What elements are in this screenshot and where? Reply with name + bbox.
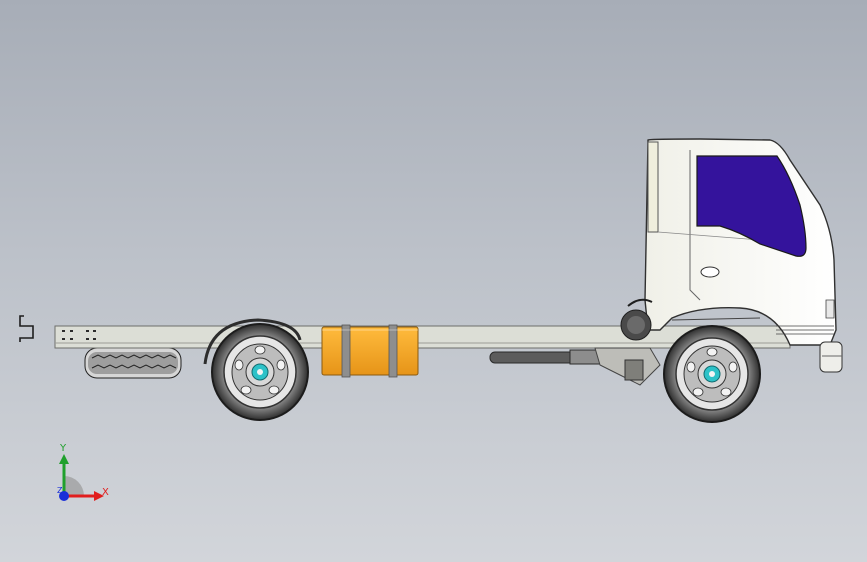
door-handle <box>700 266 720 278</box>
axis-x-label: X <box>102 487 109 498</box>
truck-cab[interactable] <box>644 138 837 346</box>
transmission[interactable] <box>594 347 661 386</box>
axis-y-label: Y <box>60 443 67 454</box>
front-bumper[interactable] <box>819 341 843 373</box>
rear-hook[interactable] <box>19 315 34 342</box>
rear-wheel[interactable] <box>211 323 309 421</box>
front-wheel[interactable] <box>663 325 761 423</box>
spare-tire[interactable] <box>84 347 182 379</box>
air-tank[interactable] <box>620 298 653 341</box>
rear-fender[interactable] <box>203 318 302 365</box>
exhaust-pipe[interactable] <box>489 349 601 365</box>
cab-window <box>696 155 807 257</box>
fuel-tank[interactable] <box>321 324 419 378</box>
triad-graphic <box>59 454 104 501</box>
coordinate-triad[interactable]: Y X Z <box>50 440 120 510</box>
axis-z-label: Z <box>57 486 63 495</box>
